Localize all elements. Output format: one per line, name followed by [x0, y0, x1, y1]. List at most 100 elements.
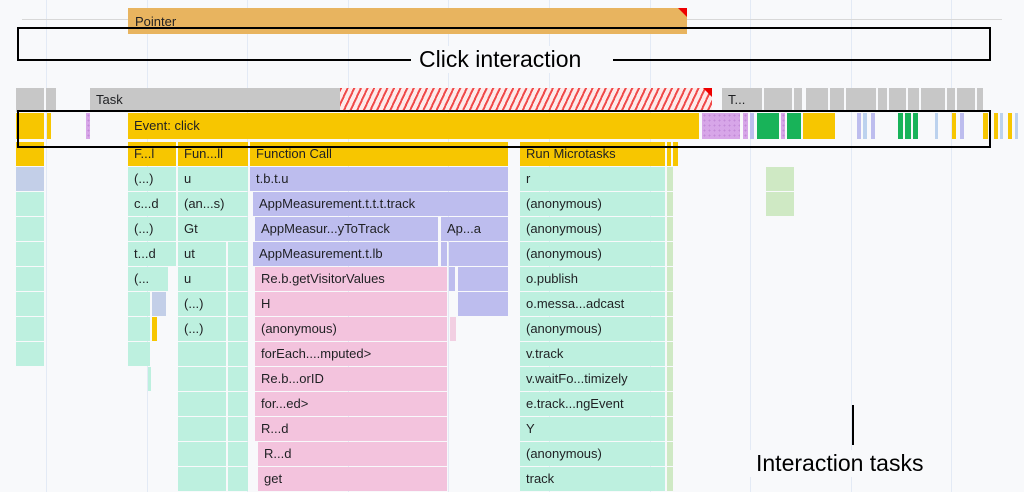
event-entry-1[interactable]	[47, 113, 51, 139]
flame-cell-r7-c4[interactable]	[228, 317, 248, 341]
flame-cell-r12-c2[interactable]: R...d	[258, 442, 447, 466]
flame-cell-r9-c1[interactable]	[178, 367, 226, 391]
flame-cell-r4-c1[interactable]: t...d	[128, 242, 176, 266]
flame-cell-r8-c4[interactable]: forEach....mputed>	[255, 342, 447, 366]
event-entry-6[interactable]	[743, 113, 748, 139]
flame-cell-r8-c5[interactable]: v.track	[520, 342, 665, 366]
event-entry-14[interactable]	[871, 113, 875, 139]
flame-cell-r8-c1[interactable]	[128, 342, 150, 366]
flame-cell-r7-c6[interactable]	[450, 317, 456, 341]
event-entry-2[interactable]	[86, 113, 90, 139]
flame-cell-r3-c2[interactable]: Gt	[178, 217, 248, 241]
event-entry-15[interactable]	[898, 113, 903, 139]
flame-cell-r3-c3[interactable]: AppMeasur...yToTrack	[255, 217, 438, 241]
flame-cell-r9-c4[interactable]: v.waitFo...timizely	[520, 367, 665, 391]
flame-cell-r2-c1[interactable]: c...d	[128, 192, 176, 216]
flame-cell-r6-c1[interactable]	[128, 292, 150, 316]
event-entry-22[interactable]	[994, 113, 998, 139]
flame-cell-r7-c5[interactable]: (anonymous)	[255, 317, 447, 341]
flame-cell-r0-c6[interactable]	[673, 142, 678, 166]
flame-cell-r13-c3[interactable]: track	[520, 467, 665, 491]
flame-cell-r7-c2[interactable]	[152, 317, 157, 341]
flame-cell-r11-c1[interactable]	[228, 417, 248, 441]
task-entry-14[interactable]	[947, 88, 955, 112]
flame-cell-r1-c1[interactable]: (...)	[128, 167, 176, 191]
flame-cell-r11-c4[interactable]	[667, 417, 673, 441]
flame-cell-r5-c0[interactable]	[16, 267, 44, 291]
flame-cell-r4-c3[interactable]	[228, 242, 248, 266]
task-entry-13[interactable]	[921, 88, 945, 112]
task-entry-7[interactable]	[806, 88, 828, 112]
event-entry-0[interactable]	[16, 113, 44, 139]
flame-cell-r3-c0[interactable]	[16, 217, 44, 241]
flame-cell-r10-c0[interactable]	[178, 392, 226, 416]
task-entry-6[interactable]	[794, 88, 802, 112]
flame-cell-r6-c4[interactable]	[228, 292, 248, 316]
event-entry-16[interactable]	[905, 113, 911, 139]
flame-cell-r1-c4[interactable]: r	[520, 167, 665, 191]
task-entry-16[interactable]	[977, 88, 983, 112]
flame-cell-r1-c2[interactable]: u	[178, 167, 248, 191]
flame-cell-r2-c5[interactable]	[667, 192, 673, 216]
flame-cell-r11-c2[interactable]: R...d	[255, 417, 447, 441]
task-entry-5[interactable]	[764, 88, 792, 112]
event-entry-7[interactable]	[750, 113, 754, 139]
flame-cell-r6-c6[interactable]	[458, 292, 508, 316]
flame-cell-r5-c3[interactable]	[228, 267, 248, 291]
flame-cell-r13-c2[interactable]: get	[258, 467, 447, 491]
flame-cell-r2-c3[interactable]: AppMeasurement.t.t.t.track	[253, 192, 508, 216]
event-entry-21[interactable]	[983, 113, 988, 139]
flame-cell-r4-c8[interactable]	[667, 242, 673, 266]
flame-cell-r7-c1[interactable]	[128, 317, 150, 341]
flame-cell-r1-c0[interactable]	[16, 167, 44, 191]
flame-cell-r4-c4[interactable]: AppMeasurement.t.lb	[253, 242, 438, 266]
task-entry-9[interactable]	[846, 88, 876, 112]
flame-cell-r8-c0[interactable]	[16, 342, 44, 366]
flame-cell-r13-c4[interactable]	[667, 467, 673, 491]
event-entry-8[interactable]	[757, 113, 779, 139]
flame-cell-r13-c0[interactable]	[178, 467, 226, 491]
flame-cell-r5-c6[interactable]	[458, 267, 508, 291]
flame-cell-r11-c0[interactable]	[178, 417, 226, 441]
task-entry-2[interactable]: Task	[90, 88, 340, 112]
flame-cell-r6-c3[interactable]: (...)	[178, 292, 226, 316]
event-entry-17[interactable]	[913, 113, 918, 139]
flame-cell-r7-c7[interactable]: (anonymous)	[520, 317, 665, 341]
flame-cell-r2-c4[interactable]: (anonymous)	[520, 192, 665, 216]
task-entry-15[interactable]	[957, 88, 975, 112]
flame-cell-r2-c2[interactable]: (an...s)	[178, 192, 248, 216]
flame-cell-r5-c7[interactable]: o.publish	[520, 267, 665, 291]
flame-cell-r7-c0[interactable]	[16, 317, 44, 341]
task-entry-8[interactable]	[830, 88, 844, 112]
flame-cell-r0-c5[interactable]	[667, 142, 671, 166]
flame-cell-r9-c5[interactable]	[667, 367, 673, 391]
flame-cell-r1-c5[interactable]	[667, 167, 673, 191]
flame-cell-r1-c6[interactable]	[766, 167, 794, 191]
event-entry-9[interactable]	[781, 113, 785, 139]
task-entry-3[interactable]	[340, 88, 712, 112]
flame-cell-r2-c6[interactable]	[766, 192, 794, 216]
flame-cell-r8-c2[interactable]	[178, 342, 226, 366]
flame-cell-r4-c5[interactable]	[441, 242, 447, 266]
flame-cell-r5-c2[interactable]: u	[178, 267, 226, 291]
event-entry-23[interactable]	[1000, 113, 1003, 139]
flame-cell-r13-c1[interactable]	[228, 467, 248, 491]
flame-cell-r7-c8[interactable]	[667, 317, 673, 341]
task-entry-12[interactable]	[908, 88, 919, 112]
flame-cell-r10-c4[interactable]	[667, 392, 673, 416]
task-entry-4[interactable]: T...	[722, 88, 762, 112]
task-entry-0[interactable]	[16, 88, 44, 112]
event-entry-4[interactable]	[687, 113, 699, 139]
event-entry-19[interactable]	[952, 113, 956, 139]
flame-cell-r12-c1[interactable]	[228, 442, 248, 466]
flame-cell-r6-c5[interactable]: H	[255, 292, 447, 316]
event-entry-10[interactable]	[787, 113, 801, 139]
flame-cell-r8-c6[interactable]	[667, 342, 673, 366]
flame-cell-r5-c4[interactable]: Re.b.getVisitorValues	[255, 267, 447, 291]
flame-cell-r5-c8[interactable]	[667, 267, 673, 291]
event-entry-11[interactable]	[803, 113, 835, 139]
event-entry-24[interactable]	[1008, 113, 1012, 139]
flame-cell-r5-c5[interactable]	[449, 267, 455, 291]
flame-cell-r3-c4[interactable]: Ap...a	[441, 217, 508, 241]
task-entry-11[interactable]	[889, 88, 906, 112]
